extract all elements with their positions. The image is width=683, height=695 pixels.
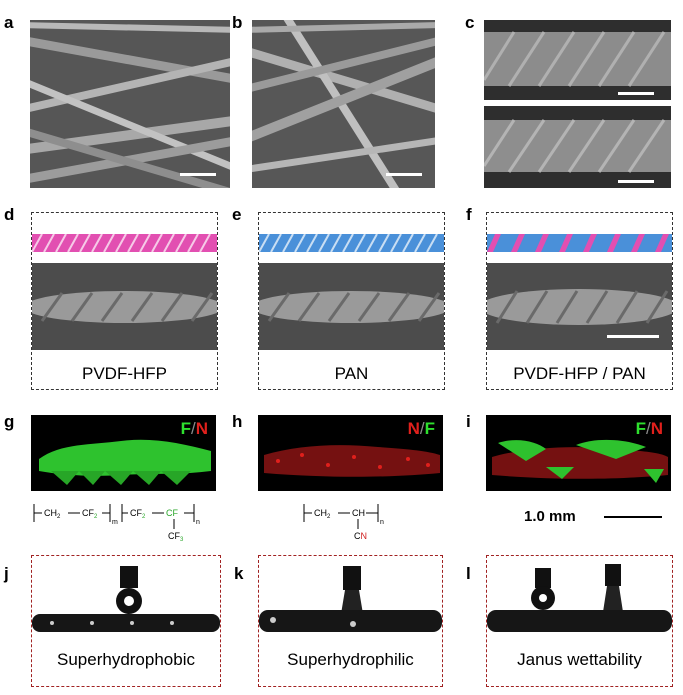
superhydrophilic-droplet-photo bbox=[259, 566, 442, 632]
eds-map-g: F/N bbox=[31, 415, 216, 491]
panel-e-box: PAN bbox=[258, 212, 445, 390]
caption-janus-wettability: Janus wettability bbox=[517, 650, 642, 669]
eds-legend-h: N/F bbox=[407, 419, 435, 438]
scale-bar-label: 1.0 mm bbox=[524, 508, 576, 525]
panel-d-box: PVDF-HFP bbox=[31, 212, 218, 390]
svg-text:CH2: CH2 bbox=[314, 508, 331, 520]
panel-label-l: l bbox=[466, 564, 471, 583]
panel-label-k: k bbox=[234, 564, 244, 583]
pan-rope-schematic bbox=[259, 233, 444, 253]
caption-pan: PAN bbox=[334, 364, 369, 383]
panel-f-box: PVDF-HFP / PAN bbox=[486, 212, 673, 390]
panel-label-d: d bbox=[4, 205, 15, 224]
scale-bar-line bbox=[604, 516, 662, 518]
eds-map-i: F/N bbox=[486, 415, 671, 491]
sem-image-c-bottom bbox=[484, 106, 671, 188]
sem-image-b bbox=[252, 20, 435, 188]
yarn-sem-image-d bbox=[32, 263, 217, 350]
panel-j-box: Superhydrophobic bbox=[31, 555, 221, 687]
yarn-sem-image-f bbox=[487, 263, 672, 350]
svg-text:m: m bbox=[112, 519, 118, 526]
sem-image-a bbox=[30, 20, 230, 188]
panel-label-h: h bbox=[232, 412, 243, 431]
panel-label-a: a bbox=[4, 13, 14, 32]
panel-l-box: Janus wettability bbox=[486, 555, 673, 687]
sem-image-c-top bbox=[484, 20, 671, 100]
panel-label-f: f bbox=[466, 205, 472, 224]
panel-label-b: b bbox=[232, 13, 243, 32]
svg-text:CF2: CF2 bbox=[82, 508, 98, 520]
janus-droplet-photo bbox=[487, 564, 672, 632]
panel-label-j: j bbox=[4, 564, 9, 583]
panel-label-c: c bbox=[465, 13, 475, 32]
pan-formula: CH2 CH CN n bbox=[303, 504, 384, 541]
superhydrophobic-droplet-photo bbox=[32, 566, 220, 632]
caption-superhydrophilic: Superhydrophilic bbox=[287, 650, 414, 669]
panel-label-e: e bbox=[232, 205, 242, 224]
svg-text:CF2: CF2 bbox=[130, 508, 146, 520]
svg-text:CF3: CF3 bbox=[168, 531, 184, 543]
panel-k-box: Superhydrophilic bbox=[258, 555, 443, 687]
svg-text:CF: CF bbox=[166, 508, 178, 518]
janus-rope-schematic bbox=[487, 234, 672, 252]
caption-pvdf-hfp: PVDF-HFP bbox=[82, 364, 167, 383]
panel-label-g: g bbox=[4, 412, 15, 431]
caption-superhydrophobic: Superhydrophobic bbox=[57, 650, 195, 669]
svg-text:CN: CN bbox=[354, 531, 367, 541]
svg-text:n: n bbox=[380, 519, 384, 526]
pvdf-hfp-rope-schematic bbox=[32, 233, 217, 253]
yarn-sem-image-e bbox=[259, 263, 444, 350]
svg-text:CH2: CH2 bbox=[44, 508, 61, 520]
svg-text:n: n bbox=[196, 519, 200, 526]
caption-pvdf-hfp-pan: PVDF-HFP / PAN bbox=[513, 364, 646, 383]
eds-map-h: N/F bbox=[258, 415, 443, 491]
eds-legend-i: F/N bbox=[635, 419, 663, 438]
panel-label-i: i bbox=[466, 412, 471, 431]
svg-text:CH: CH bbox=[352, 508, 365, 518]
eds-legend-g: F/N bbox=[180, 419, 208, 438]
pvdf-hfp-formula: CH2 CF2 m CF2 CF CF3 n bbox=[33, 504, 200, 543]
